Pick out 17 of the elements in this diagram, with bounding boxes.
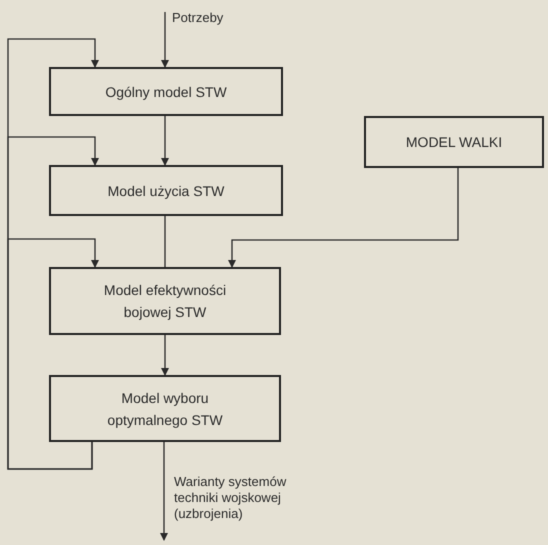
process-box — [49, 267, 281, 335]
box-label: Ogólny model STW — [105, 82, 227, 102]
connector-arrow — [160, 442, 168, 541]
process-box — [49, 375, 281, 442]
connector-arrow — [228, 168, 459, 268]
connector-arrow — [161, 12, 169, 68]
process-box — [49, 165, 283, 216]
box-label: Model użycia STW — [108, 182, 224, 201]
connector-arrow — [161, 116, 169, 166]
connector-arrow — [7, 238, 99, 470]
box-label: Model wyboru optymalnego STW — [106, 388, 224, 430]
process-box — [364, 116, 544, 168]
edge-label: Potrzeby — [172, 10, 224, 26]
box-label: Model efektywności bojowej STW — [102, 281, 228, 322]
process-box — [49, 67, 283, 116]
connector-arrow — [161, 335, 169, 376]
box-label: MODEL WALKI — [406, 133, 502, 152]
